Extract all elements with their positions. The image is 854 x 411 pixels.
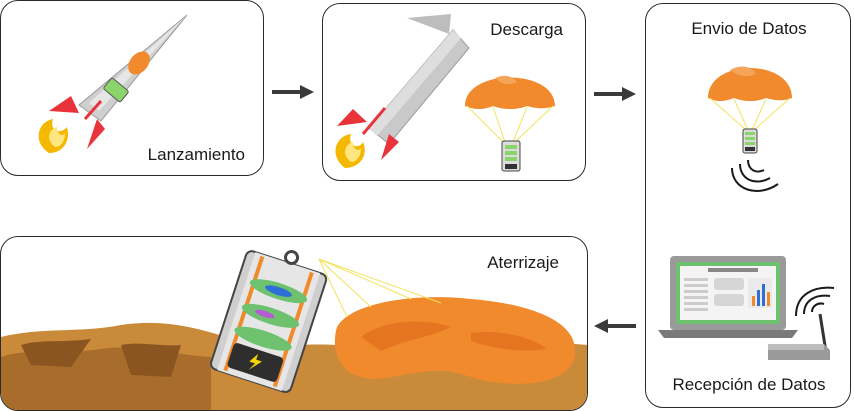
- stage-release-panel: Descarga: [322, 3, 586, 181]
- stage-reception-label: Recepción de Datos: [672, 375, 826, 394]
- stage-launch-panel: Lanzamiento: [0, 0, 264, 176]
- stage-launch-label: Lanzamiento: [147, 145, 245, 164]
- stage-landing-panel: Aterrizaje: [0, 236, 588, 411]
- laptop-icon: [658, 256, 798, 338]
- stage-transmission-label: Envio de Datos: [691, 19, 807, 38]
- stage-transmission-panel: Envio de Datos: [645, 3, 851, 408]
- signal-waves-icon: [731, 159, 779, 192]
- arrow-icon: [272, 85, 314, 99]
- antenna-receiver-icon: [768, 286, 834, 360]
- cansat-icon: [210, 250, 328, 393]
- stage-landing-label: Aterrizaje: [487, 253, 559, 272]
- stage-release-label: Descarga: [490, 20, 563, 39]
- cansat-icon: [742, 128, 758, 154]
- rocket-icon: [335, 14, 470, 168]
- parachute-icon: [708, 66, 792, 131]
- arrow-icon: [594, 319, 636, 333]
- arrow-icon: [594, 87, 636, 101]
- rocket-icon: [38, 14, 188, 153]
- cansat-icon: [501, 140, 521, 172]
- parachute-icon: [465, 75, 555, 143]
